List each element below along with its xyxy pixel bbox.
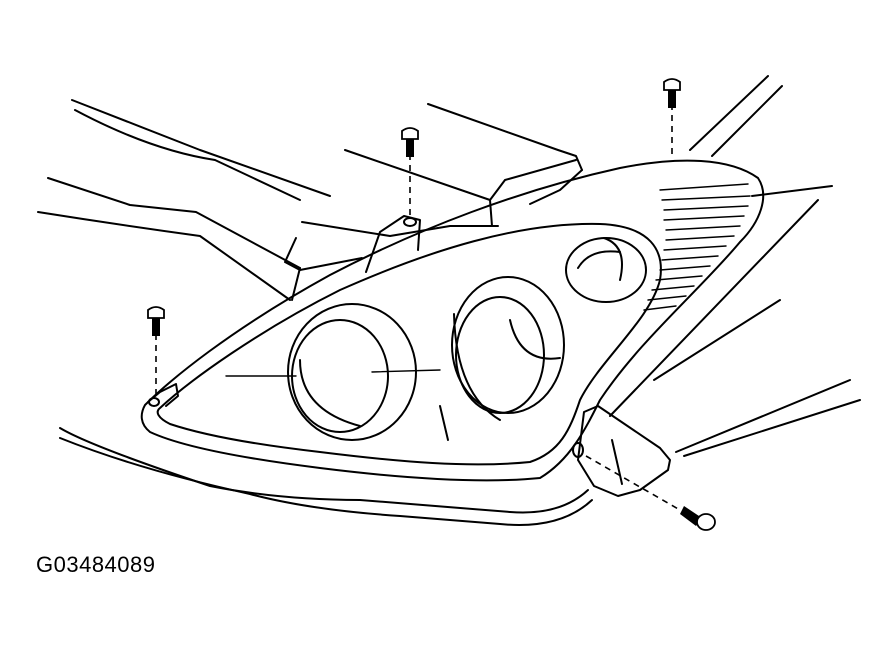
- bolt-left: [147, 306, 165, 398]
- bolt-lower-right: [585, 455, 716, 531]
- headlamp-lens: [156, 222, 662, 466]
- headlamp-turn-signal-fins: [643, 183, 751, 311]
- bolt-icon: [401, 127, 419, 140]
- lower-mounting-tab: [577, 405, 671, 497]
- bolt-top-left: [401, 127, 419, 218]
- figure-id-label: G03484089: [36, 552, 156, 577]
- headlamp-housing: [140, 159, 765, 482]
- bolt-icon: [663, 78, 681, 91]
- hood-body-structure: [37, 75, 861, 526]
- upper-mounting-bracket: [365, 215, 421, 273]
- bolt-top-right: [663, 78, 681, 158]
- left-projector-lens: [287, 303, 417, 441]
- bolt-icon: [147, 306, 165, 319]
- left-mounting-tab: [147, 383, 179, 407]
- small-reflector: [565, 237, 647, 303]
- headlamp-assembly: [140, 159, 765, 497]
- bolt-icon: [696, 513, 716, 531]
